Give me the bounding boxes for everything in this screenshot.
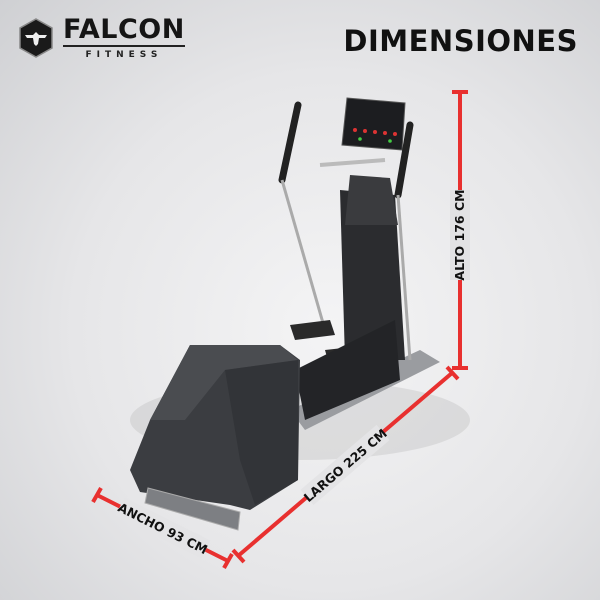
- page-title: DIMENSIONES: [343, 24, 578, 58]
- brand-subtitle: FITNESS: [85, 50, 163, 60]
- brand-name: FALCON: [63, 14, 185, 47]
- falcon-emblem-icon: [19, 18, 53, 58]
- height-label: ALTO 176 CM: [452, 189, 467, 280]
- brand-logo: FALCON FITNESS: [18, 16, 185, 60]
- elliptical-machine-image: [130, 97, 470, 531]
